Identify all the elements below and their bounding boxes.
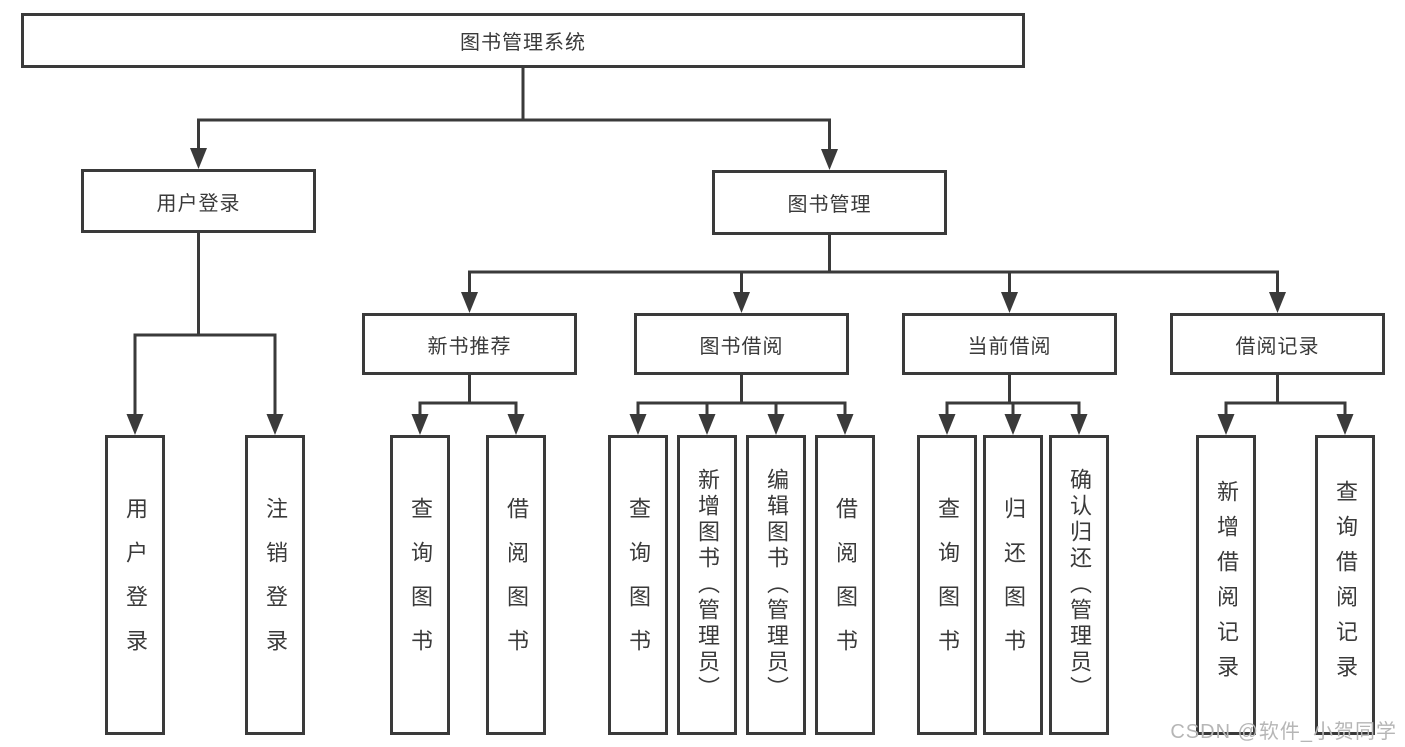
leaf-logout: 注销登录	[245, 435, 305, 735]
connector-book-borrow	[629, 373, 854, 435]
leaf-query-books-recommend-label: 查询图书	[408, 497, 433, 673]
connector-current-borrow	[938, 373, 1088, 435]
leaf-user-login-label: 用户登录	[123, 497, 148, 673]
node-new-book-recommend: 新书推荐	[362, 313, 577, 375]
leaf-borrow-books-recommend: 借阅图书	[486, 435, 546, 735]
leaf-add-borrow-record: 新增借阅记录	[1196, 435, 1256, 735]
node-book-management: 图书管理	[712, 170, 947, 235]
leaf-query-books-current-label: 查询图书	[935, 497, 960, 673]
leaf-edit-books-admin-label: 编辑图书（管理员）	[764, 468, 789, 702]
leaf-confirm-return-admin: 确认归还（管理员）	[1049, 435, 1109, 735]
node-current-borrow: 当前借阅	[902, 313, 1117, 375]
connector-root	[190, 66, 838, 170]
leaf-add-books-admin-label: 新增图书（管理员）	[695, 468, 720, 702]
leaf-borrow-books-recommend-label: 借阅图书	[504, 497, 529, 673]
leaf-query-books-recommend: 查询图书	[390, 435, 450, 735]
leaf-edit-books-admin: 编辑图书（管理员）	[746, 435, 806, 735]
leaf-logout-label: 注销登录	[263, 497, 288, 673]
leaf-borrow-books-label: 借阅图书	[833, 497, 858, 673]
node-user-login: 用户登录	[81, 169, 316, 233]
leaf-query-books-current: 查询图书	[917, 435, 977, 735]
leaf-add-books-admin: 新增图书（管理员）	[677, 435, 737, 735]
leaf-return-books-label: 归还图书	[1001, 497, 1026, 673]
connector-new-book-recommend	[411, 373, 525, 435]
node-book-borrow: 图书借阅	[634, 313, 849, 375]
leaf-query-borrow-record-label: 查询借阅记录	[1333, 480, 1358, 690]
connector-user-login	[126, 231, 284, 435]
connector-borrow-records	[1217, 373, 1354, 435]
leaf-return-books: 归还图书	[983, 435, 1043, 735]
leaf-query-books-borrow-label: 查询图书	[626, 497, 651, 673]
leaf-borrow-books: 借阅图书	[815, 435, 875, 735]
csdn-watermark: CSDN @软件_小贺同学	[1170, 721, 1397, 743]
leaf-add-borrow-record-label: 新增借阅记录	[1214, 480, 1239, 690]
node-root-system: 图书管理系统	[21, 13, 1025, 68]
leaf-query-borrow-record: 查询借阅记录	[1315, 435, 1375, 735]
leaf-confirm-return-admin-label: 确认归还（管理员）	[1067, 468, 1092, 702]
leaf-query-books-borrow: 查询图书	[608, 435, 668, 735]
connector-book-management	[461, 233, 1286, 313]
node-borrow-records: 借阅记录	[1170, 313, 1385, 375]
leaf-user-login: 用户登录	[105, 435, 165, 735]
